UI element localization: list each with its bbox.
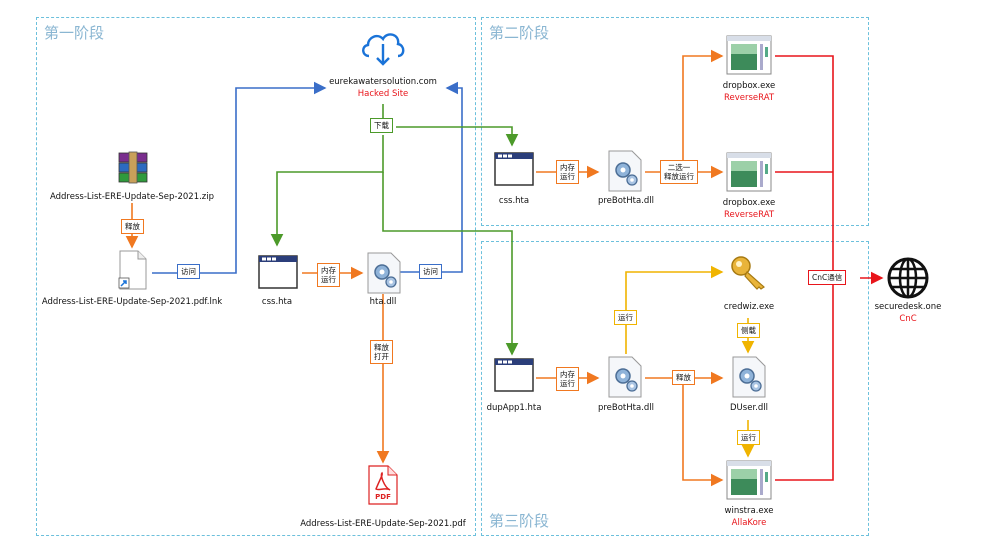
globe-icon xyxy=(886,256,930,304)
stage-1-box xyxy=(36,17,476,536)
dropbox-1-label: dropbox.exe xyxy=(722,81,776,91)
edge-label-cnc-comm: CnC通信 xyxy=(808,270,847,285)
edge-label-visit-dll: 访问 xyxy=(419,264,442,279)
css-hta-1-label: css.hta xyxy=(261,297,293,307)
dupapp-label: dupApp1.hta xyxy=(486,403,542,413)
edge-label-choose-one: 二选一 释放运行 xyxy=(660,160,698,184)
edge-label-run-credwiz: 运行 xyxy=(614,310,637,325)
dll-gear-icon xyxy=(730,356,768,402)
exe-app-icon xyxy=(726,460,772,504)
stage-3-title: 第三阶段 xyxy=(489,512,550,530)
edge-label-sideload: 侧载 xyxy=(737,323,760,338)
edge-label-visit-lnk: 访问 xyxy=(177,264,200,279)
hta-window-icon xyxy=(494,358,534,396)
cnc-host-label: securedesk.one xyxy=(874,302,942,312)
site-name: eurekawatersolution.com xyxy=(329,77,437,87)
dropbox-2-label: dropbox.exe xyxy=(722,198,776,208)
stage-2-box xyxy=(481,17,869,226)
stage-2-title: 第二阶段 xyxy=(489,24,550,42)
dll-gear-icon xyxy=(365,252,403,298)
cnc-note: CnC xyxy=(899,314,917,324)
cloud-download-icon xyxy=(359,28,407,72)
credwiz-label: credwiz.exe xyxy=(723,302,775,312)
key-icon xyxy=(729,254,769,294)
shortcut-file-icon xyxy=(116,250,150,294)
edge-label-mem-run-1: 内存 运行 xyxy=(317,263,340,287)
dropbox-1-note: ReverseRAT xyxy=(723,93,775,103)
edge-label-release-zip: 释放 xyxy=(121,219,144,234)
stage-1-title: 第一阶段 xyxy=(44,24,105,42)
duser-label: DUser.dll xyxy=(730,403,768,413)
edge-label-download: 下载 xyxy=(370,118,393,133)
dll-gear-icon xyxy=(606,356,644,402)
edge-label-mem-run-2: 内存 运行 xyxy=(556,160,579,184)
stage-3-box xyxy=(481,241,869,536)
zip-name: Address-List-ERE-Update-Sep-2021.zip xyxy=(49,192,215,202)
dropbox-2-note: ReverseRAT xyxy=(723,210,775,220)
prebot-2-label: preBotHta.dll xyxy=(597,403,655,413)
exe-app-icon xyxy=(726,152,772,196)
pdf-name: Address-List-ERE-Update-Sep-2021.pdf xyxy=(300,519,466,529)
edge-label-release-open: 释放 打开 xyxy=(370,340,393,364)
css-hta-2-label: css.hta xyxy=(498,196,530,206)
hta-dll-label: hta.dll xyxy=(369,297,397,307)
exe-app-icon xyxy=(726,35,772,79)
edge-label-run-winstra: 运行 xyxy=(737,430,760,445)
pdf-file-icon: PDF xyxy=(366,465,400,509)
winstra-label: winstra.exe xyxy=(724,506,774,516)
hta-window-icon xyxy=(258,255,298,293)
winstra-note: AllaKore xyxy=(731,518,767,528)
lnk-name: Address-List-ERE-Update-Sep-2021.pdf.lnk xyxy=(41,297,223,307)
winrar-archive-icon xyxy=(115,150,151,190)
prebot-1-label: preBotHta.dll xyxy=(597,196,655,206)
edge-label-release-3: 释放 xyxy=(672,370,695,385)
dll-gear-icon xyxy=(606,150,644,196)
edge-label-mem-run-3: 内存 运行 xyxy=(556,367,579,391)
site-note: Hacked Site xyxy=(357,89,409,99)
pdf-icon-text: PDF xyxy=(375,493,391,501)
hta-window-icon xyxy=(494,152,534,190)
